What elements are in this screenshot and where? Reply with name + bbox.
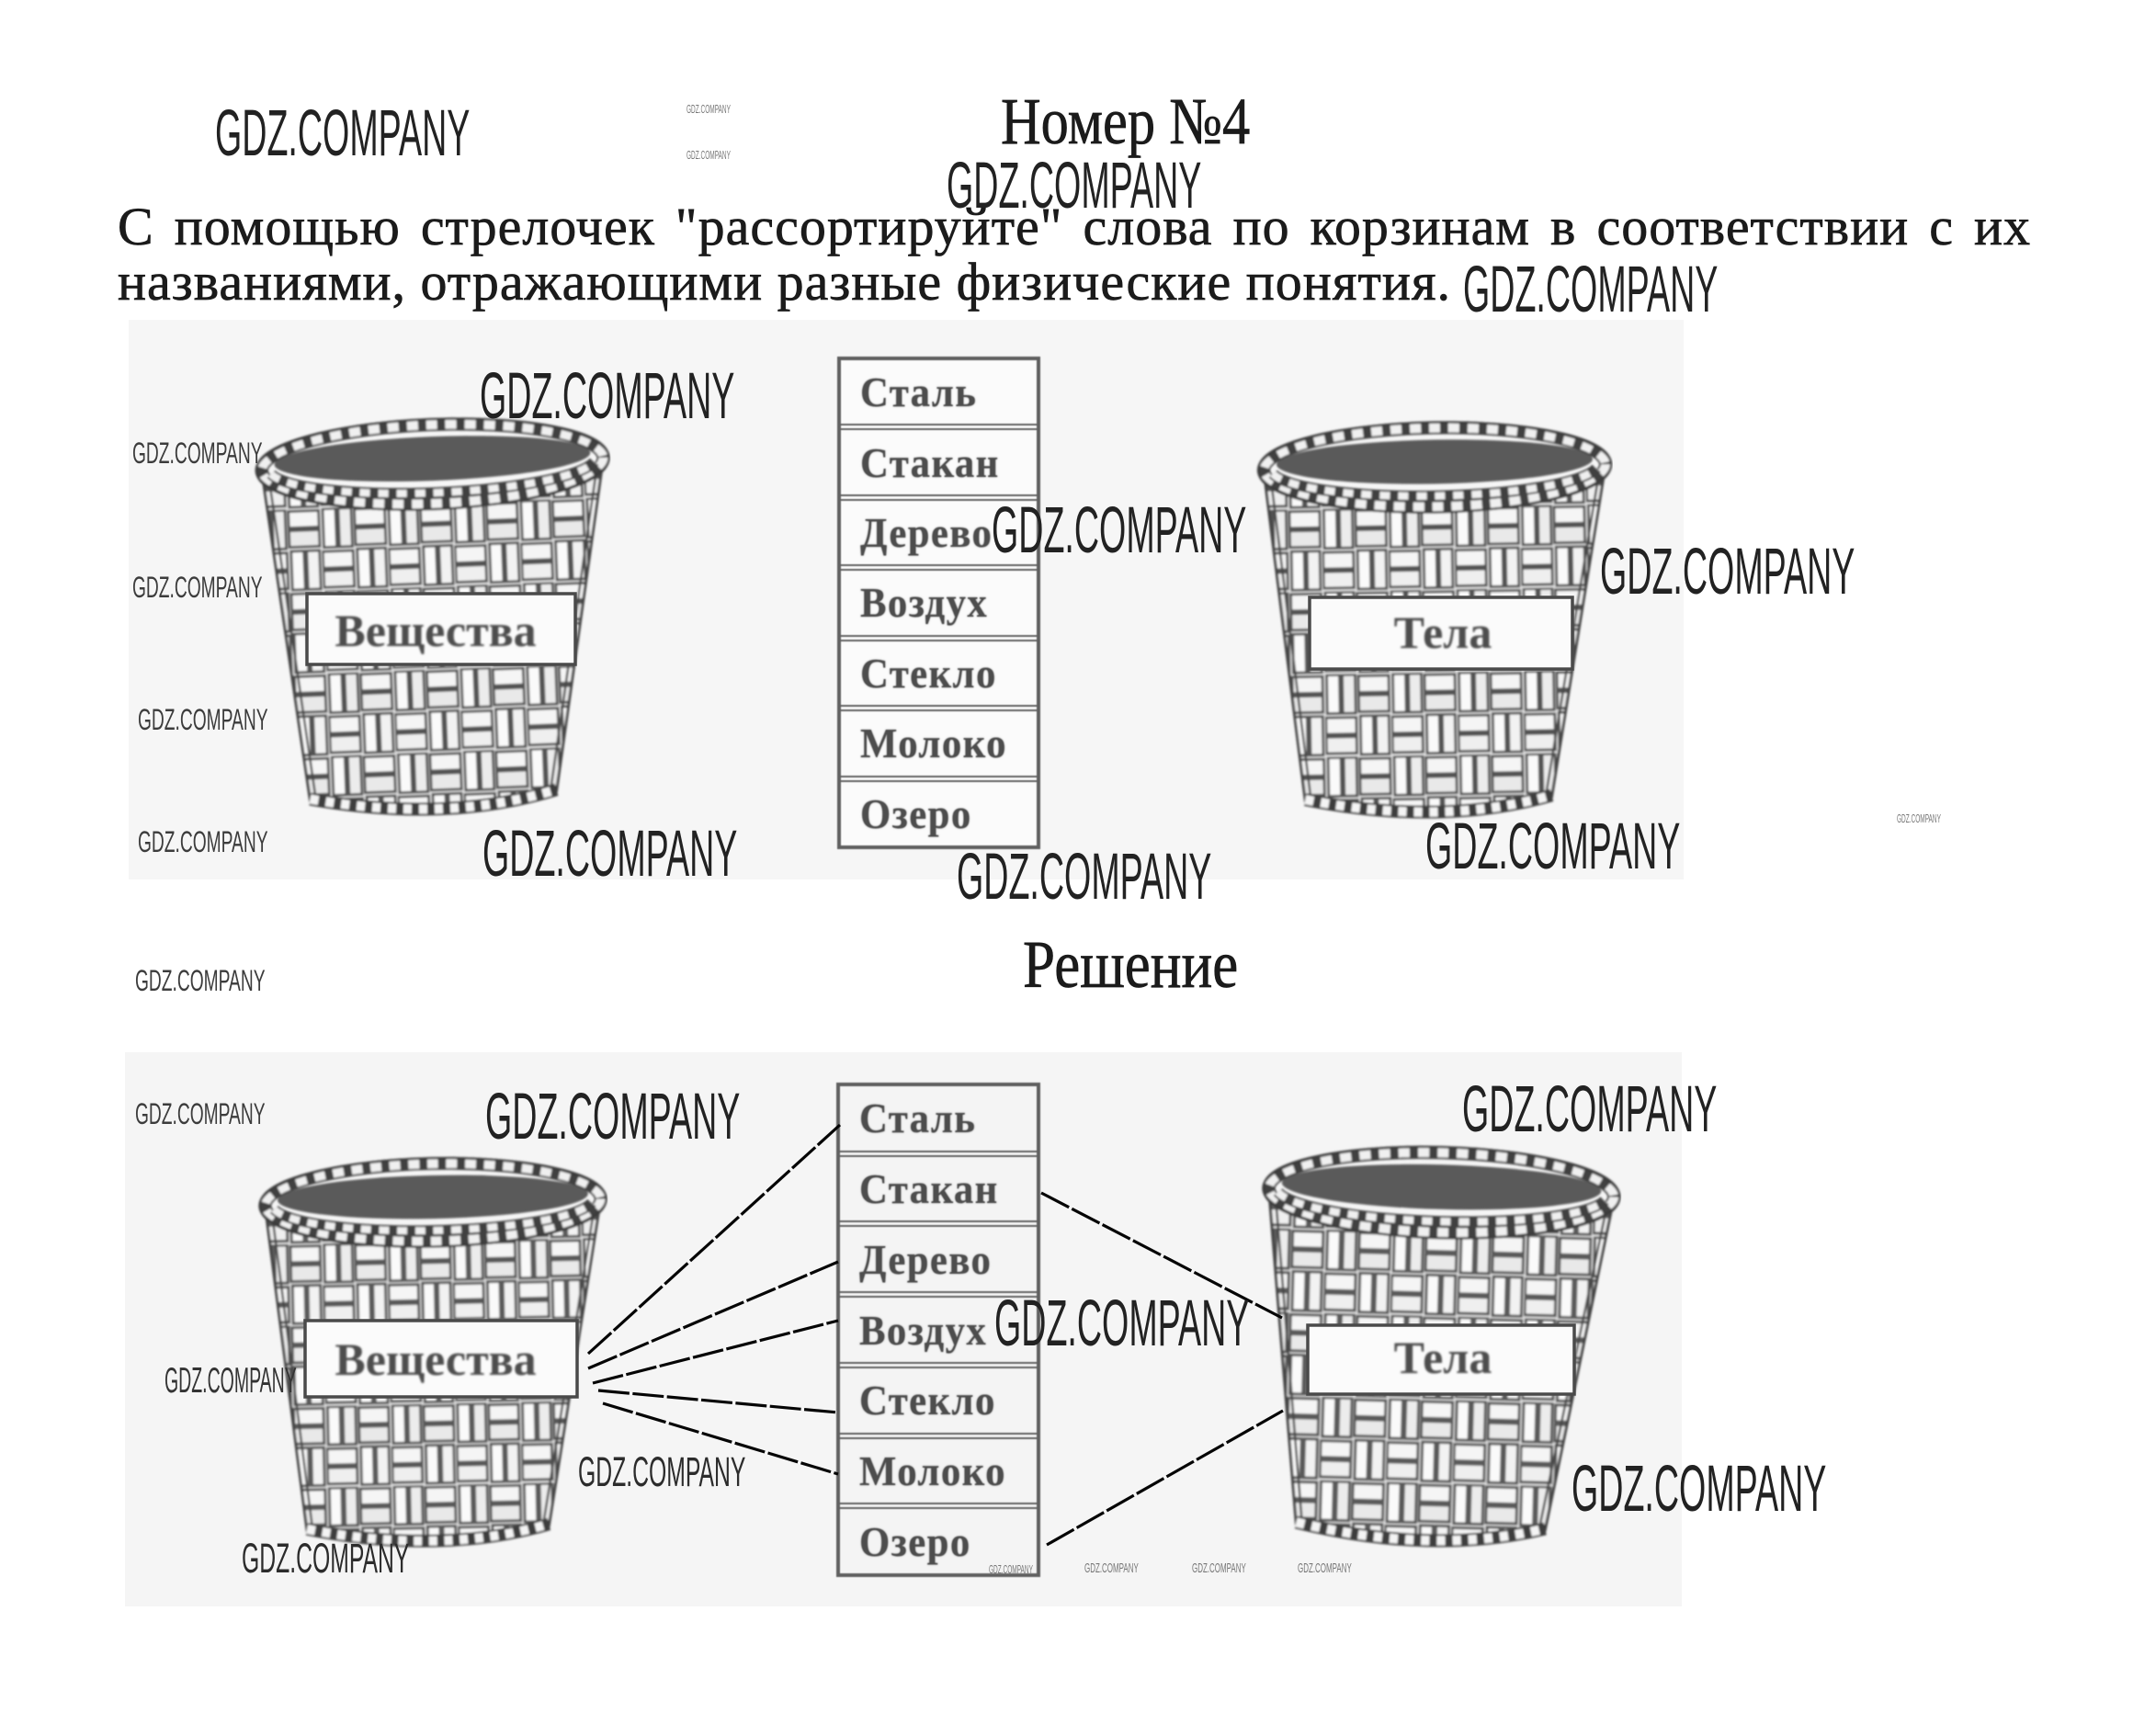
svg-text:Вещества: Вещества [335,1333,536,1385]
svg-text:Тела: Тела [1394,607,1492,658]
svg-text:Вещества: Вещества [335,605,536,656]
svg-text:Тела: Тела [1394,1332,1492,1383]
